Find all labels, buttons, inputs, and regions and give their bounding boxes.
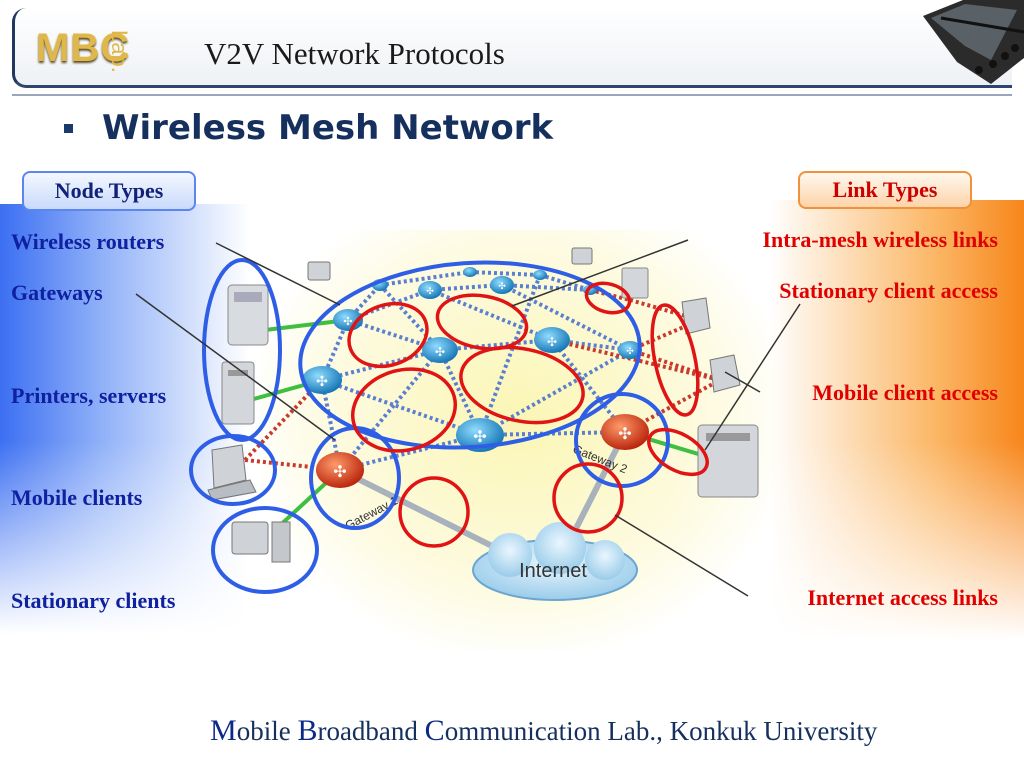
node-types-panel-fade xyxy=(0,204,250,634)
node-type-mobile-clients: Mobile clients xyxy=(11,485,143,510)
svg-text:✣: ✣ xyxy=(426,286,434,296)
link-types-panel-fade xyxy=(770,200,1024,640)
router-icon xyxy=(533,270,547,280)
node-type-wireless-routers: Wireless routers xyxy=(11,229,165,254)
svg-text:✣: ✣ xyxy=(626,346,634,356)
svg-text:✣: ✣ xyxy=(333,464,346,481)
footer-affiliation: Mobile Broadband Communication Lab., Kon… xyxy=(210,714,877,748)
laptop-icon xyxy=(207,444,257,501)
footer-rest-m: obile xyxy=(236,716,298,746)
server-icon xyxy=(221,361,255,425)
pda-stylus-icon xyxy=(923,0,1024,84)
node-type-printers-servers: Printers, servers xyxy=(11,383,167,408)
svg-text:✣: ✣ xyxy=(498,281,506,291)
internet-cloud-icon xyxy=(472,522,638,601)
printer-icon xyxy=(227,284,269,346)
lab-logo: MBC xyxy=(36,26,131,70)
svg-text:✣: ✣ xyxy=(343,316,352,328)
desktop-client-icon xyxy=(307,261,331,281)
link-highlight-ellipses xyxy=(347,281,709,548)
svg-text:✣: ✣ xyxy=(316,375,328,390)
router-icon: ✣ xyxy=(422,337,458,363)
router-icon: ✣ xyxy=(534,327,570,353)
footer-rest-c: ommunication Lab., Konkuk University xyxy=(444,716,878,746)
server-icon xyxy=(621,267,649,299)
svg-text:✣: ✣ xyxy=(473,429,486,446)
router-icon: ✣ xyxy=(490,276,514,294)
router-icon: ✣ xyxy=(302,366,342,394)
callout-lines xyxy=(135,239,801,597)
link-type-stationary-client-access: Stationary client access xyxy=(779,278,998,303)
header-band xyxy=(12,8,1012,88)
link-type-internet-access: Internet access links xyxy=(807,585,998,610)
link-types-tab: Link Types xyxy=(798,171,972,209)
svg-text:✣: ✣ xyxy=(618,426,631,443)
svg-text:✣: ✣ xyxy=(435,345,445,359)
bullet-marker xyxy=(64,124,73,133)
svg-text:✣: ✣ xyxy=(547,335,557,349)
page-title: V2V Network Protocols xyxy=(204,36,505,71)
footer-cap-c: C xyxy=(424,714,445,747)
router-icon xyxy=(463,267,477,277)
footer-rest-b: roadband xyxy=(317,716,425,746)
node-type-stationary-clients: Stationary clients xyxy=(11,588,176,613)
router-icon: ✣ xyxy=(418,281,442,299)
node-types-tab: Node Types xyxy=(22,171,196,211)
link-type-mobile-client-access: Mobile client access xyxy=(812,380,998,405)
router-icon: ✣ xyxy=(618,341,642,359)
footer-cap-m: M xyxy=(210,714,237,747)
node-type-gateways: Gateways xyxy=(11,280,103,305)
footer-cap-b: B xyxy=(297,714,318,747)
slide-heading: Wireless Mesh Network xyxy=(102,108,554,148)
desktop-client-icon xyxy=(231,521,291,563)
desktop-client-icon xyxy=(571,247,593,265)
link-type-intra-mesh: Intra-mesh wireless links xyxy=(762,227,999,252)
gateway-2-icon: ✣ xyxy=(601,414,649,450)
header-divider xyxy=(12,94,1012,96)
gateway-1-icon: ✣ xyxy=(316,452,364,488)
laptop-icon xyxy=(709,354,741,393)
internet-label: Internet xyxy=(519,560,587,582)
slide-header: MBC Lab. V2V Network Protocols xyxy=(0,0,1024,98)
node-highlight-ellipses xyxy=(189,258,670,594)
server-icon xyxy=(697,424,759,498)
